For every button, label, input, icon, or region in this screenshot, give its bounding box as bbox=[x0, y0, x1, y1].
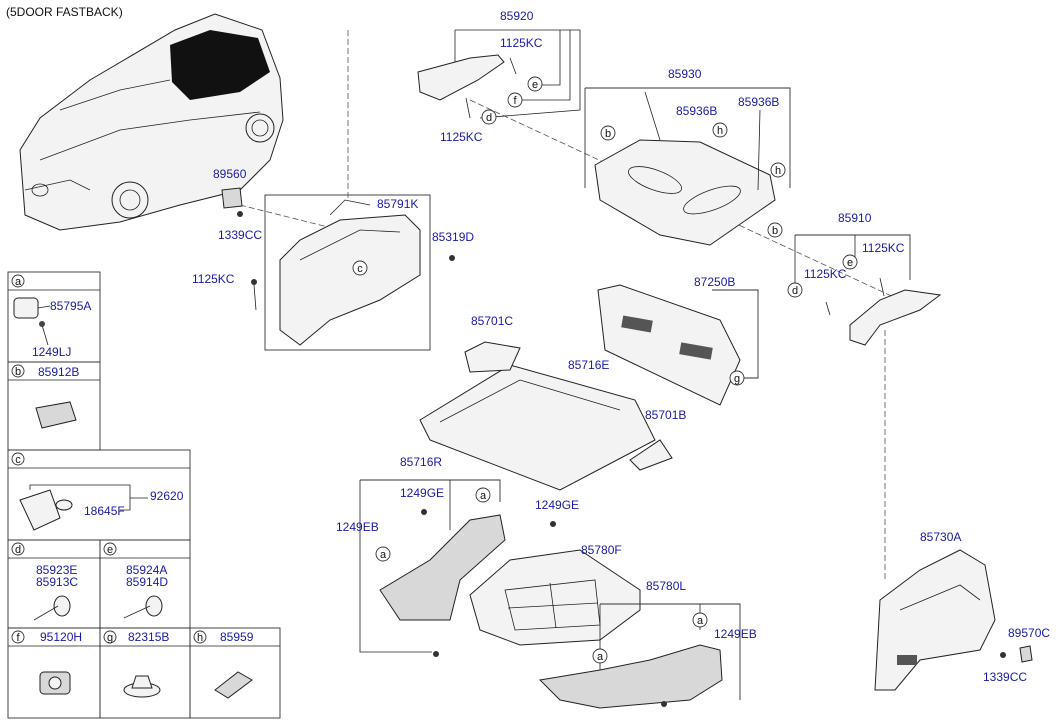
label-85930: 85930 bbox=[668, 67, 702, 81]
part-85780F bbox=[469, 549, 641, 646]
legend-letter-b: b bbox=[15, 366, 21, 378]
svg-text:e: e bbox=[532, 79, 538, 91]
label-89570C: 89570C bbox=[1008, 626, 1050, 640]
svg-text:b: b bbox=[605, 128, 611, 140]
car-illustration bbox=[19, 13, 284, 231]
legend-part-1249LJ: 1249LJ bbox=[32, 345, 71, 359]
label-1249EB-left: 1249EB bbox=[336, 520, 379, 534]
legend-part-85923E: 85923E bbox=[36, 563, 77, 577]
legend-part-95120H: 95120H bbox=[40, 630, 82, 644]
label-85730A: 85730A bbox=[920, 530, 961, 544]
svg-text:a: a bbox=[380, 549, 387, 561]
svg-text:a: a bbox=[480, 490, 487, 502]
svg-text:h: h bbox=[717, 125, 723, 137]
label-85791K: 85791K bbox=[377, 197, 418, 211]
legend-letter-a: a bbox=[15, 276, 22, 288]
legend-part-85913C: 85913C bbox=[36, 575, 78, 589]
legend-part-82315B: 82315B bbox=[128, 630, 169, 644]
legend-letter-g: g bbox=[107, 632, 113, 644]
legend-letter-e: e bbox=[107, 544, 113, 556]
svg-text:a: a bbox=[597, 651, 604, 663]
label-1125KC-right-top: 1125KC bbox=[862, 241, 905, 255]
svg-text:d: d bbox=[792, 285, 798, 297]
label-1249EB-right: 1249EB bbox=[714, 627, 757, 641]
label-85319D: 85319D bbox=[432, 230, 474, 244]
label-1125KC-mid: 1125KC bbox=[440, 130, 483, 144]
label-85716R: 85716R bbox=[400, 455, 442, 469]
part-85910: e d bbox=[787, 234, 942, 346]
label-1249GE-left: 1249GE bbox=[400, 486, 444, 500]
part-85730A bbox=[874, 549, 1033, 691]
part-85716E bbox=[419, 341, 673, 491]
label-87250B: 87250B bbox=[694, 275, 735, 289]
legend-part-85795A: 85795A bbox=[50, 299, 91, 313]
part-85930: b h h b bbox=[584, 87, 791, 246]
legend-letter-c: c bbox=[15, 454, 21, 466]
legend-part-85924A: 85924A bbox=[126, 563, 167, 577]
svg-text:d: d bbox=[486, 112, 492, 124]
svg-text:a: a bbox=[697, 615, 704, 627]
label-85910: 85910 bbox=[838, 211, 872, 225]
label-1339CC-left: 1339CC bbox=[218, 228, 262, 242]
legend-part-85912B: 85912B bbox=[38, 365, 79, 379]
svg-text:e: e bbox=[847, 257, 853, 269]
svg-text:c: c bbox=[357, 263, 363, 275]
part-87250B: g bbox=[597, 284, 759, 406]
svg-text:b: b bbox=[772, 225, 778, 237]
label-89560: 89560 bbox=[213, 167, 247, 181]
label-85701C: 85701C bbox=[471, 314, 513, 328]
label-1125KC-left: 1125KC bbox=[192, 272, 235, 286]
part-85716R: a a bbox=[359, 479, 556, 657]
label-85936B-left: 85936B bbox=[676, 104, 717, 118]
legend-letter-d: d bbox=[15, 544, 21, 556]
label-1249GE-center: 1249GE bbox=[535, 498, 579, 512]
legend-letter-f: f bbox=[16, 632, 20, 644]
svg-text:f: f bbox=[513, 95, 517, 107]
label-85920: 85920 bbox=[500, 9, 534, 23]
legend-part-92620: 92620 bbox=[150, 489, 184, 503]
label-1125KC-right: 1125KC bbox=[804, 267, 847, 281]
svg-text:h: h bbox=[775, 165, 781, 177]
label-85716E: 85716E bbox=[568, 358, 609, 372]
legend-letter-h: h bbox=[197, 632, 203, 644]
svg-text:g: g bbox=[734, 373, 740, 385]
label-1125KC-top: 1125KC bbox=[500, 36, 543, 50]
label-85701B: 85701B bbox=[645, 408, 686, 422]
diagram-title: (5DOOR FASTBACK) bbox=[6, 5, 123, 19]
label-85780L: 85780L bbox=[646, 579, 686, 593]
legend-part-85959: 85959 bbox=[220, 630, 254, 644]
part-85791K: c bbox=[221, 187, 455, 351]
legend-part-18645F: 18645F bbox=[84, 504, 125, 518]
legend-part-85914D: 85914D bbox=[126, 575, 168, 589]
part-85780L: a a bbox=[538, 603, 741, 709]
label-85936B-right: 85936B bbox=[738, 95, 779, 109]
legend-table: a 85795A 1249LJ b 85912B c 92620 18645F … bbox=[7, 271, 281, 719]
label-1339CC-right: 1339CC bbox=[983, 670, 1027, 684]
part-85920: e f d bbox=[417, 29, 581, 125]
label-85780F: 85780F bbox=[581, 543, 622, 557]
